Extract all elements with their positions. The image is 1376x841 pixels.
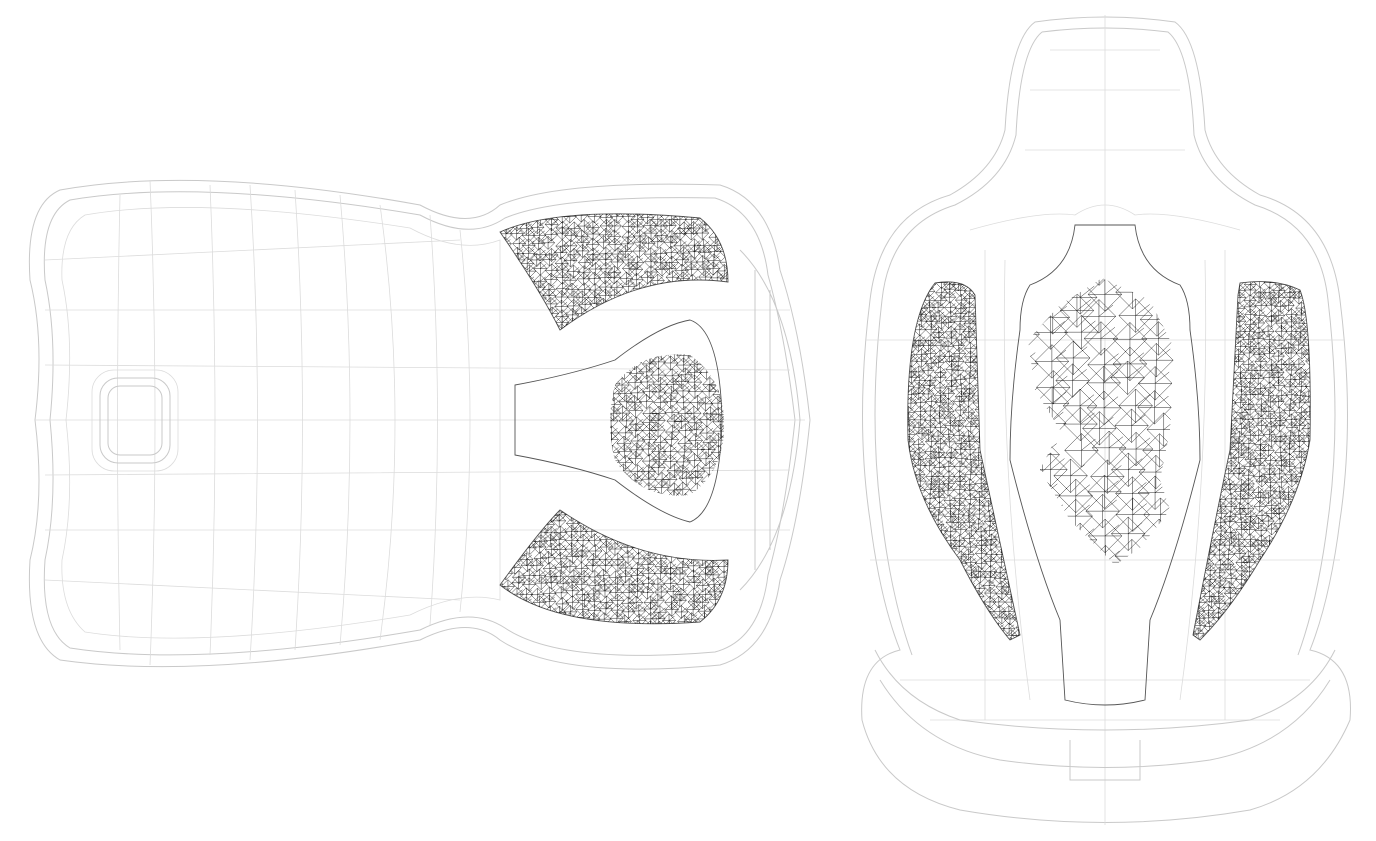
lattice-upper-bolster bbox=[500, 213, 728, 330]
lattice-mesh bbox=[1028, 278, 1175, 565]
lattice-center-back bbox=[1028, 278, 1175, 565]
lattice-center-pad bbox=[610, 354, 725, 496]
lattice-mesh bbox=[500, 213, 728, 330]
seat-top-view bbox=[28, 179, 811, 670]
seat-front-view bbox=[861, 15, 1351, 825]
lattice-mesh bbox=[610, 354, 725, 496]
